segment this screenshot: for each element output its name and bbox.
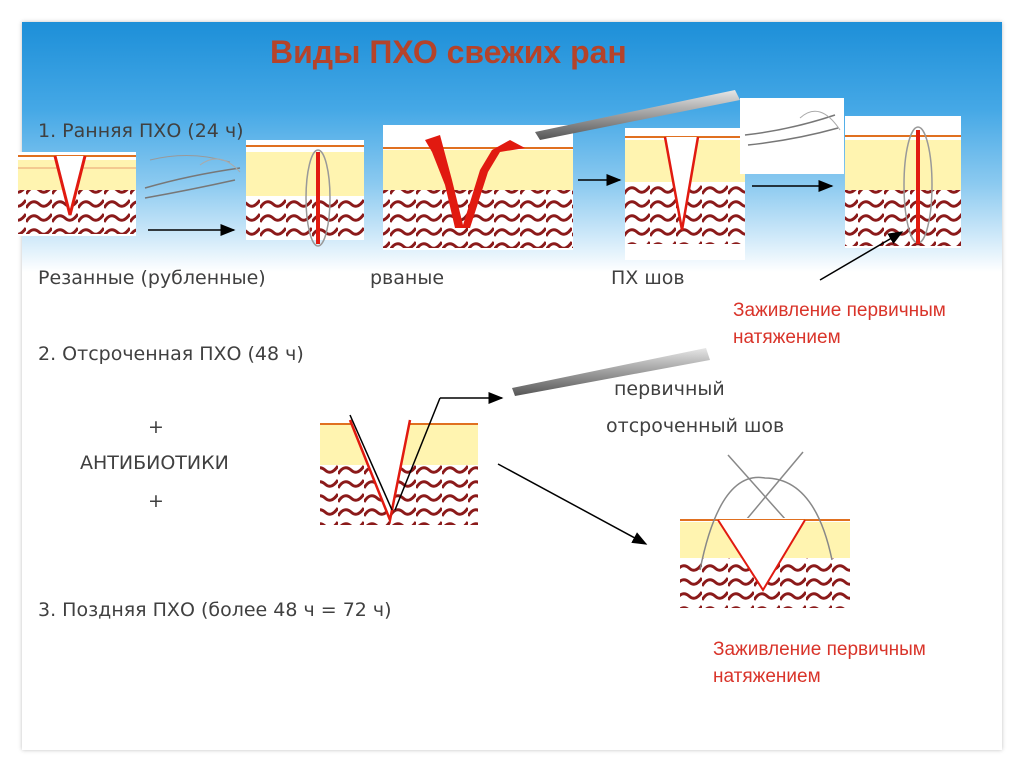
label-cut-wounds: Резанные (рубленные) <box>38 267 266 289</box>
needle-holder-sketch-2 <box>740 98 844 174</box>
skin-delayed-suture <box>680 451 850 608</box>
healing-note-1: Заживление первичным натяжением <box>733 297 946 351</box>
label-primary-suture: ПХ шов <box>611 267 685 289</box>
skin-excised-wound <box>625 128 745 260</box>
section3-heading: 3. Поздняя ПХО (более 48 ч = 72 ч) <box>38 599 392 621</box>
section1-heading: 1. Ранняя ПХО (24 ч) <box>38 120 244 142</box>
needle-1 <box>535 90 740 140</box>
plus-top: + <box>148 416 164 438</box>
label-torn-wounds: рваные <box>370 267 445 289</box>
healing-note-2-line1: Заживление первичным <box>713 639 926 660</box>
arrow-to-healing-1 <box>819 231 904 281</box>
slide-title: Виды ПХО свежих ран <box>270 34 627 70</box>
section2-heading: 2. Отсроченная ПХО (48 ч) <box>38 343 304 365</box>
healing-note-1-line2: натяжением <box>733 327 841 348</box>
skin-sutured-2 <box>845 116 961 248</box>
antibiotics-label: АНТИБИОТИКИ <box>80 452 229 474</box>
skin-torn-wound <box>383 125 573 250</box>
healing-note-2-line2: натяжением <box>713 666 821 687</box>
needle-2 <box>512 348 710 396</box>
needle-holder-sketch-1 <box>144 155 241 199</box>
healing-note-1-line1: Заживление первичным <box>733 300 946 321</box>
plus-bottom: + <box>148 490 164 512</box>
arrow-5 <box>497 463 648 545</box>
skin-delayed-wound <box>320 397 478 528</box>
skin-cut-wound <box>18 152 136 236</box>
delayed-suture-line2: отсроченный шов <box>606 415 785 437</box>
skin-sutured-1 <box>246 140 364 247</box>
healing-note-2: Заживление первичным натяжением <box>713 636 926 690</box>
delayed-suture-line1: первичный <box>614 378 725 400</box>
